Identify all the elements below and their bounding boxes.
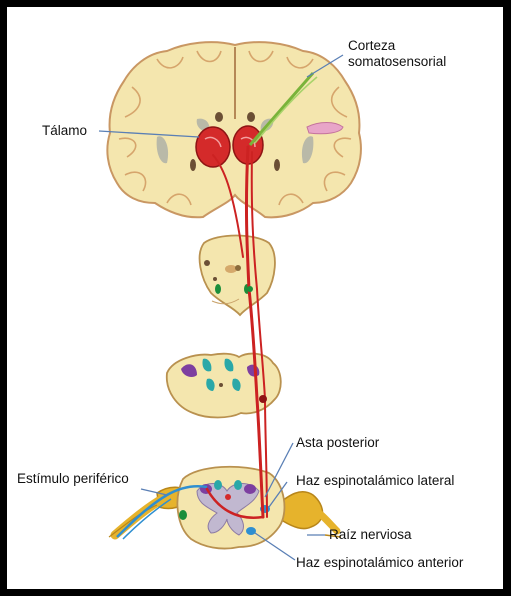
cortex-label-line2: somatosensorial	[348, 54, 446, 69]
lateral-tract-label: Haz espinotalámico lateral	[296, 473, 454, 488]
anterior-tract-label: Haz espinotalámico anterior	[296, 555, 463, 570]
brain-coronal-section	[107, 42, 361, 217]
spinothalamic-pathway-diagram	[7, 7, 503, 589]
thalamus-left	[196, 127, 230, 167]
stimulus-label: Estímulo periférico	[17, 471, 129, 486]
cortex-label-line1: Corteza	[348, 38, 395, 53]
upper-spinal-section	[200, 236, 275, 316]
anterior-tract-marker	[246, 527, 256, 535]
figure-frame: Corteza somatosensorial Tálamo Asta post…	[7, 7, 503, 589]
posterior-horn-label: Asta posterior	[296, 435, 379, 450]
thalamus-label: Tálamo	[42, 123, 87, 138]
nerve-root-label: Raíz nerviosa	[329, 527, 412, 542]
